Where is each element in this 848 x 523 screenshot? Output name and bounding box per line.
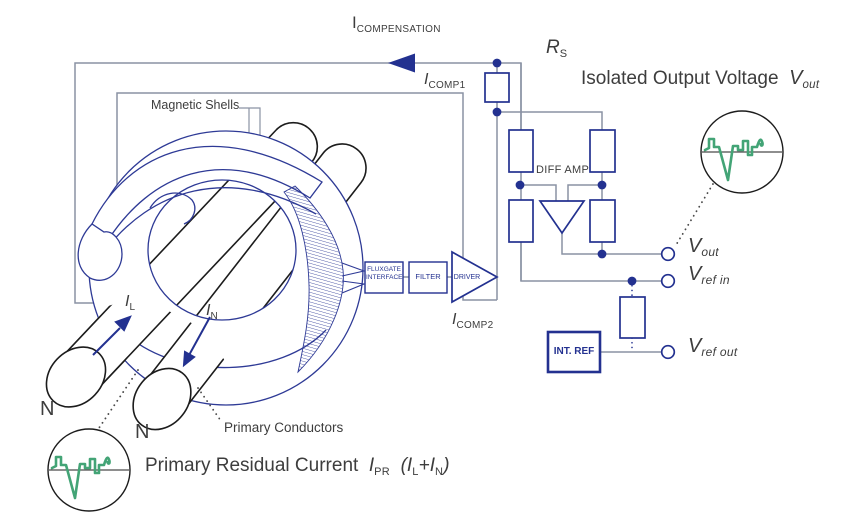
- magnetic-shell-band: [91, 145, 323, 242]
- diffamp-input-right: [567, 184, 602, 201]
- residual-current-waveform-icon: [47, 428, 131, 512]
- i-compensation-label: ICOMPENSATION: [352, 13, 441, 35]
- output-voltage-waveform-icon: [700, 110, 784, 194]
- junction-dots: [492, 58, 637, 286]
- filter-label: FILTER: [415, 272, 441, 281]
- driver-triangle: [451, 250, 499, 304]
- in-label: IN: [206, 302, 218, 322]
- diffamp-resistor-top-left: [508, 129, 534, 173]
- il-arrow-head: [114, 315, 132, 332]
- diffamp-resistor-top-right: [589, 129, 616, 173]
- dotted-pointers: [98, 183, 714, 429]
- rs-label: RS: [546, 37, 568, 60]
- in-arrow-shaft: [187, 316, 211, 358]
- conductor-n-open-end: [132, 367, 192, 431]
- primary-residual-current-label: Primary Residual Current IPR (IL+IN): [145, 455, 450, 478]
- fluxgate-interface-box: [364, 261, 404, 294]
- components: [364, 72, 646, 374]
- winding-connector-chevrons: [341, 262, 367, 294]
- vref-in-wire: [520, 242, 662, 282]
- residual-waveform-pointer: [98, 369, 139, 429]
- il-label: IL: [125, 293, 136, 313]
- vref-out-label: Vref out: [688, 335, 738, 359]
- magnetic-shell-second: [103, 187, 317, 253]
- i-comp2-label: ICOMP2: [452, 311, 494, 331]
- int-ref-label: INT. REF: [553, 345, 595, 357]
- shunt-resistor-rs: [484, 72, 510, 103]
- conductor-l-open-end: [45, 346, 107, 408]
- n-label-left: N: [40, 398, 55, 420]
- compensation-arrow: [388, 53, 415, 73]
- isolated-output-voltage-label: Isolated Output Voltage Vout: [581, 67, 820, 92]
- in-arrow-head: [182, 350, 196, 368]
- int-ref-box: [546, 330, 602, 374]
- diffamp-output-wire: [561, 233, 662, 255]
- shell-inner-curl: [149, 192, 196, 225]
- vref-out-terminal: [660, 344, 676, 360]
- diffamp-resistor-bottom-left: [508, 199, 534, 243]
- diffamp-opamp: [538, 200, 586, 235]
- diffamp-resistor-bottom-right: [589, 199, 616, 243]
- n-label-right: N: [135, 421, 150, 443]
- comp1-inner-loop: [116, 92, 497, 301]
- vref-option-resistor: [619, 296, 646, 339]
- driver-label: DRIVER: [453, 273, 481, 281]
- il-arrow-shaft: [92, 327, 121, 356]
- output-terminals: [660, 246, 676, 360]
- shell-cuff: [77, 223, 123, 281]
- current-direction-arrows: [92, 315, 211, 368]
- primary-conductors-label: Primary Conductors: [224, 420, 344, 435]
- diffamp-input-left: [520, 184, 557, 201]
- vout-label: Vout: [688, 235, 719, 259]
- magnetic-shells-label: Magnetic Shells: [151, 98, 240, 112]
- diff-amp-label: DIFF AMP: [536, 164, 590, 176]
- i-comp1-label: ICOMP1: [424, 71, 466, 91]
- fluxgate-interface-label: FLUXGATE INTERFACE: [366, 266, 403, 282]
- vref-in-terminal: [660, 273, 676, 289]
- fluxgate-winding: [283, 185, 344, 374]
- filter-box: [408, 261, 448, 294]
- vout-terminal: [660, 246, 676, 262]
- vref-in-label: Vref in: [688, 263, 730, 287]
